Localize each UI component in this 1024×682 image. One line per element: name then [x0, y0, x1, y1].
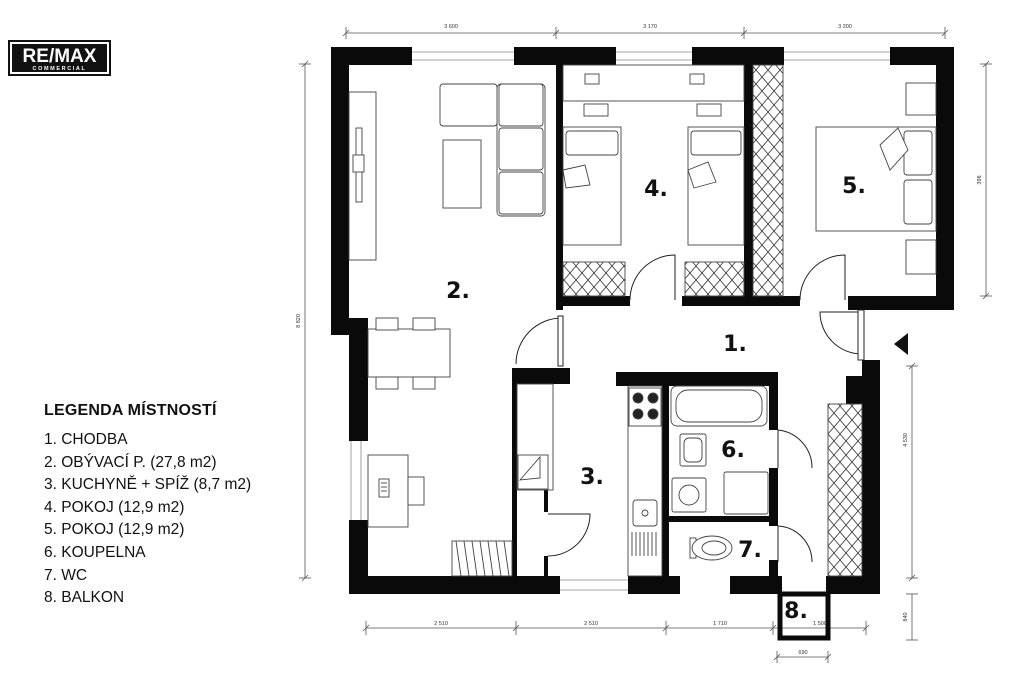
wall-right-2	[848, 296, 954, 310]
wall-top-1	[331, 47, 412, 65]
door-pantry	[547, 513, 591, 557]
dim-balcony: 690	[798, 650, 807, 656]
wall-top-3	[692, 47, 784, 65]
balcony	[777, 591, 831, 641]
tv-cabinet	[348, 91, 377, 261]
room-label-1: 1.	[723, 332, 747, 357]
room-label-4: 4.	[644, 177, 668, 202]
wall-bath-right-2	[769, 468, 778, 526]
door-room4-a	[629, 254, 676, 301]
logo-sub: COMMERCIAL	[33, 66, 87, 72]
room-label-8: 8.	[784, 599, 808, 624]
dim-right-balcony: 840	[903, 612, 909, 621]
remax-logo: RE/MAX COMMERCIAL	[8, 40, 111, 76]
wall-left-1	[331, 47, 349, 335]
wall-pantry-right-2	[544, 556, 548, 576]
wall-bath-left	[662, 372, 669, 576]
dimension-labels: 3 600 3 170 3 200 2 510 2 510 1 710 1 50…	[296, 24, 983, 656]
legend-title: LEGENDA MÍSTNOSTÍ	[44, 402, 217, 419]
room-label-3: 3.	[580, 465, 604, 490]
nightstand-bottom	[905, 239, 937, 275]
shoe-rack	[451, 540, 513, 577]
wall-bath-right	[769, 372, 778, 430]
doors	[515, 254, 865, 563]
room-label-6: 6.	[721, 438, 745, 463]
wall-bottom-1	[349, 576, 560, 594]
room-label-2: 2.	[446, 279, 470, 304]
dim-bottom-2: 2 510	[584, 621, 598, 627]
legend-item: 5. POKOJ (12,9 m2)	[44, 521, 185, 539]
room-labels: 1. 2. 3. 4. 5. 6. 7. 8.	[446, 174, 866, 624]
shelf-right	[684, 261, 745, 297]
room5-furniture	[752, 64, 937, 297]
wardrobe	[752, 64, 784, 297]
door-bath	[777, 429, 813, 469]
wall-room4-right	[744, 65, 753, 306]
coffee-table	[442, 139, 482, 209]
dim-top-3: 3 200	[838, 24, 852, 30]
shelf-left	[562, 261, 626, 297]
dim-top-2: 3 170	[643, 24, 657, 30]
wall-room4-bottom-1	[556, 296, 630, 306]
dim-right-lower: 4 530	[903, 433, 909, 447]
nightstand-top	[905, 82, 937, 116]
dim-bottom-4: 1 500	[813, 621, 827, 627]
legend-item: 3. KUCHYNĚ + SPÍŽ (8,7 m2)	[44, 476, 252, 494]
dimension-lines	[299, 27, 992, 663]
legend-item: 4. POKOJ (12,9 m2)	[44, 498, 185, 516]
door-living	[515, 317, 563, 365]
door-room5	[799, 254, 846, 301]
door-entrance	[819, 311, 863, 355]
wall-room4-left	[556, 65, 563, 310]
room4-furniture	[562, 64, 745, 297]
sofa-armchair	[439, 83, 498, 127]
wall-room5-bottom	[744, 296, 800, 306]
dim-bottom-3: 1 710	[713, 621, 727, 627]
legend-item: 8. BALKON	[44, 589, 125, 607]
logo-brand: RE/MAX	[23, 46, 97, 67]
legend-item: 7. WC	[44, 566, 88, 584]
wall-room4-bottom-2	[682, 296, 744, 306]
wall-right-1	[936, 47, 954, 308]
hall-wardrobe	[827, 403, 863, 577]
legend-item: 2. OBÝVACÍ P. (27,8 m2)	[44, 453, 217, 471]
room-legend: LEGENDA MÍSTNOSTÍ 1. CHODBA 2. OBÝVACÍ P…	[44, 402, 304, 610]
wall-wc-right	[769, 560, 778, 594]
wall-left-3	[349, 318, 368, 441]
wall-bath-top	[666, 372, 778, 386]
wall-kitchen-top	[512, 368, 570, 384]
dim-left: 8 820	[296, 314, 302, 328]
dim-bottom-1: 2 510	[434, 621, 448, 627]
wall-kitchen-left	[512, 368, 517, 576]
wall-kitchen-top-2	[616, 372, 674, 386]
bath-furniture	[670, 385, 863, 577]
dim-right-upper: 398	[977, 175, 983, 184]
living-furniture	[348, 83, 546, 577]
walls	[331, 47, 954, 594]
entrance-arrow-icon	[894, 333, 908, 355]
legend-item: 1. CHODBA	[44, 431, 128, 448]
room-label-7: 7.	[738, 538, 762, 563]
room-label-5: 5.	[842, 174, 866, 199]
windows	[350, 51, 890, 591]
wall-right-3	[862, 360, 880, 594]
wall-bottom-2	[628, 576, 680, 594]
dining-table	[367, 328, 451, 378]
shower	[723, 471, 769, 515]
wall-right-4	[846, 376, 880, 404]
wall-left-4	[349, 520, 368, 594]
door-wc	[777, 525, 813, 563]
wall-top-2	[514, 47, 616, 65]
legend-item: 6. KOUPELNA	[44, 543, 146, 561]
wall-bath-bottom	[662, 516, 778, 522]
dim-top-1: 3 600	[444, 24, 458, 30]
kitchen-furniture	[516, 383, 663, 577]
